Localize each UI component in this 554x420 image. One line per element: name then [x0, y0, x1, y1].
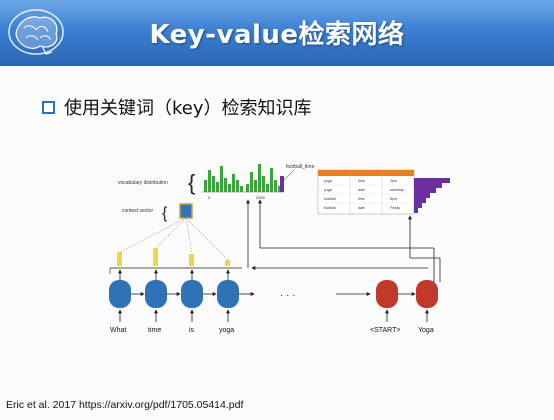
kb-cell: yoga — [324, 179, 332, 183]
bullet-text: 使用关键词（key）检索知识库 — [64, 98, 312, 119]
encoder-cell — [217, 280, 239, 308]
axis-tick-0: 0 — [208, 195, 211, 200]
encoder-rnn — [109, 268, 255, 322]
decoder-rnn — [376, 280, 438, 322]
context-vector-label: context vector — [122, 208, 153, 214]
page-title: Key-value检索网络 — [149, 20, 405, 50]
word-label: <START> — [370, 327, 400, 334]
kb-cell: time — [358, 179, 365, 183]
attention-lines — [119, 217, 229, 261]
encoder-cell — [145, 280, 167, 308]
attention-weight-bars — [117, 248, 230, 266]
vocab-distribution-label: vocabulary distribution — [118, 180, 168, 186]
word-label: yoga — [219, 327, 234, 334]
word-label: time — [148, 327, 161, 334]
kb-cell: football — [324, 197, 336, 201]
kb-table: yoga time 3pm yoga date saturday footbal… — [317, 169, 415, 215]
decoder-cell — [416, 280, 438, 308]
vocab-brace: { — [188, 170, 195, 195]
vocab-distribution-bars — [202, 164, 284, 193]
kb-cell: date — [358, 206, 365, 210]
axis-tick-2000: 2000 — [256, 195, 266, 200]
kb-cell: 8pm — [390, 197, 397, 201]
ellipsis: · · · — [280, 290, 296, 301]
kb-cell: yoga — [324, 188, 332, 192]
kv-retrieval-diagram: vocabulary distribution { 0 2000 — [109, 164, 450, 334]
kb-cell: football — [324, 206, 336, 210]
context-vector-box — [179, 203, 193, 219]
word-label: What — [110, 327, 126, 334]
context-brace: { — [162, 205, 168, 222]
kb-cell: 3pm — [390, 179, 397, 183]
decoder-cell — [376, 280, 398, 308]
kb-cell: time — [358, 197, 365, 201]
brain-logo-icon — [8, 9, 64, 55]
bullet-point: 使用关键词（key）检索知识库 — [42, 96, 312, 119]
kb-score-bar — [280, 176, 284, 192]
kb-cell: saturday — [390, 188, 404, 192]
encoder-cell — [109, 280, 131, 308]
title-bar: Key-value检索网络 — [0, 0, 554, 66]
citation: Eric et al. 2017 https://arxiv.org/pdf/1… — [6, 399, 244, 411]
word-label: is — [189, 327, 195, 334]
kb-attention-bars — [414, 178, 450, 213]
kb-cell: Friday — [390, 206, 400, 210]
encoder-cell — [181, 280, 203, 308]
kb-cell: date — [358, 188, 365, 192]
word-label: Yoga — [418, 327, 434, 334]
square-bullet-icon — [42, 100, 55, 114]
kb-entry-label: football_time — [286, 164, 315, 170]
